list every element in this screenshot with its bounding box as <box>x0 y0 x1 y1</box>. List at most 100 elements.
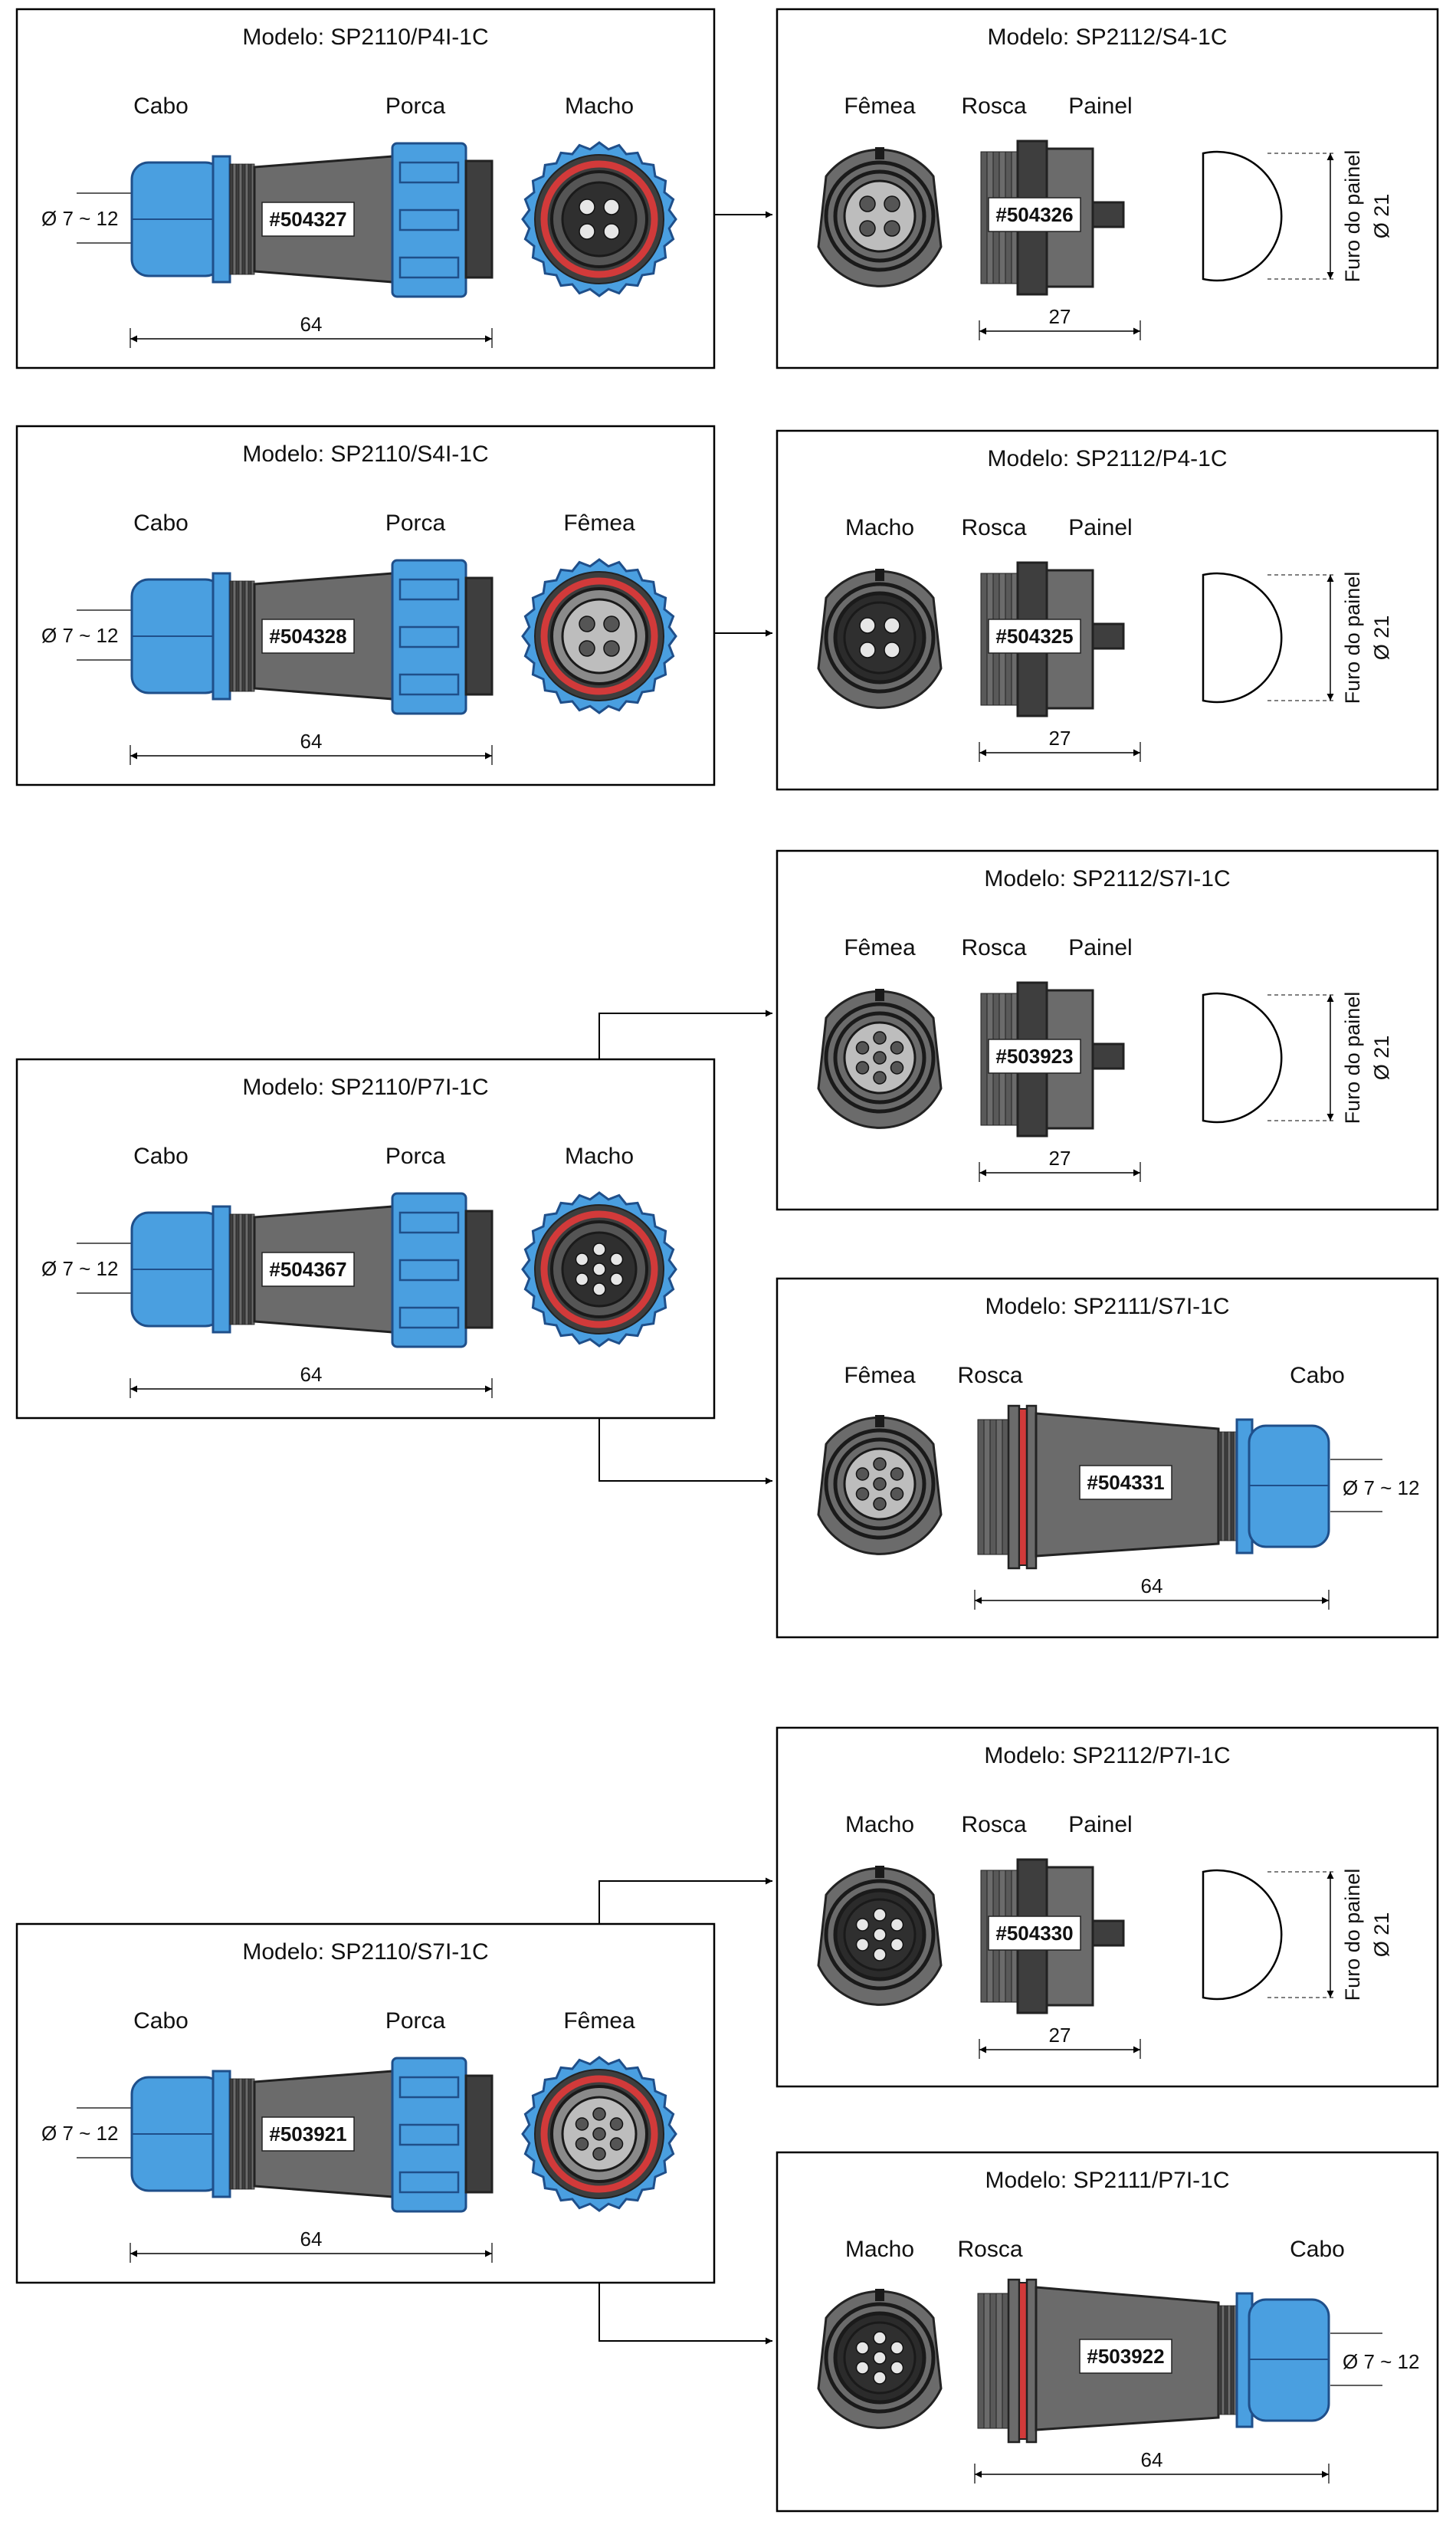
plug-nose <box>464 1210 494 1329</box>
thread <box>1221 1431 1225 1541</box>
dimension-label: 64 <box>1141 2448 1163 2471</box>
code-badge: #503921 <box>269 2122 346 2145</box>
panel-hole-shape <box>1202 572 1283 704</box>
dimension-label: 27 <box>1049 727 1071 750</box>
thread <box>241 1213 246 1325</box>
code-badge-box <box>261 1252 355 1287</box>
hole-label: Furo do painel <box>1341 572 1364 704</box>
pin <box>575 1252 589 1266</box>
nut-grip <box>398 161 460 184</box>
key-notch <box>875 1866 884 1878</box>
pin <box>855 1918 870 1932</box>
arrow-head <box>1322 2470 1329 2478</box>
arrow-head <box>1326 995 1334 1002</box>
hole-label: Furo do painel <box>1341 992 1364 1124</box>
code-badge: #504325 <box>995 625 1073 648</box>
pin <box>579 223 595 240</box>
nut-grip <box>398 208 460 231</box>
label-painel: Painel <box>1068 515 1132 540</box>
label-cabo: Cabo <box>133 1144 189 1169</box>
thread <box>235 580 240 692</box>
pin <box>579 199 595 215</box>
outer-ring <box>824 160 936 272</box>
panel-hole-shape <box>1202 150 1283 282</box>
label-painel: Painel <box>1068 94 1132 119</box>
code-badge-box <box>988 1039 1081 1074</box>
code-badge-box <box>261 619 355 654</box>
label-cabo: Cabo <box>1290 2237 1345 2262</box>
panel-hole-shape <box>1202 992 1283 1124</box>
connector-line <box>598 1880 772 1924</box>
dimension-label: 64 <box>300 2227 323 2250</box>
flange <box>1025 1404 1038 1570</box>
thread <box>232 1213 237 1325</box>
female-face-icon <box>521 2056 677 2212</box>
thread <box>244 2078 249 2190</box>
pin <box>855 2341 870 2355</box>
thread <box>238 163 243 275</box>
arrow-head <box>485 335 492 343</box>
thread <box>977 2293 985 2429</box>
code-badge-box <box>1079 2339 1172 2374</box>
label-painel: Painel <box>1068 935 1132 960</box>
female-face-icon <box>817 1415 943 1555</box>
pin <box>592 2147 606 2161</box>
female-face-icon <box>817 147 943 287</box>
code-badge-box <box>988 619 1081 654</box>
cable-range: Ø 7 ~ 12 <box>41 207 118 230</box>
pin <box>873 1948 887 1962</box>
nut-grip <box>398 1211 460 1234</box>
code-badge: #504367 <box>269 1258 346 1281</box>
nut-grip <box>398 1306 460 1329</box>
key-notch <box>875 147 884 159</box>
coupling-nut <box>391 142 467 298</box>
thread <box>1227 2305 1231 2415</box>
hole-dim: Ø 21 <box>1370 616 1393 661</box>
arrow-head <box>1326 1114 1334 1121</box>
panel-hole-shape <box>1202 1869 1283 2001</box>
socket-tail <box>1091 622 1125 650</box>
thread <box>232 2078 237 2190</box>
code-badge: #504331 <box>1087 1471 1164 1494</box>
gland-collar <box>212 1205 231 1334</box>
thread <box>241 163 246 275</box>
socket-tail <box>1091 1042 1125 1070</box>
pin <box>873 1908 887 1922</box>
pin <box>603 616 620 632</box>
connector-line <box>598 1013 772 1059</box>
nut-grip <box>398 578 460 601</box>
connector-line <box>598 2283 772 2342</box>
label-cabo: Cabo <box>133 94 189 119</box>
plug-nose <box>464 2074 494 2194</box>
thread <box>977 1419 985 1555</box>
pin-insert <box>561 598 638 675</box>
key-notch <box>875 569 884 581</box>
arrow-head <box>130 752 137 760</box>
plug-nose <box>464 576 494 696</box>
thread <box>1224 2305 1228 2415</box>
dimension-label: 64 <box>1141 1574 1163 1597</box>
dimension-label: 64 <box>300 313 323 336</box>
flange <box>1007 2278 1021 2444</box>
arrow-head <box>766 629 772 637</box>
pin <box>873 2351 887 2365</box>
thread <box>235 163 240 275</box>
label-rosca: Rosca <box>961 935 1026 960</box>
male-face-icon <box>817 569 943 709</box>
model-title: Modelo: SP2112/S7I-1C <box>984 866 1230 891</box>
model-title: Modelo: SP2111/S7I-1C <box>985 1294 1229 1319</box>
arrow-head <box>766 1477 772 1485</box>
code-badge: #503922 <box>1087 2345 1164 2368</box>
label-face: Fêmea <box>844 935 916 960</box>
pin <box>575 2117 589 2131</box>
dimension-label: 27 <box>1049 1147 1071 1170</box>
arrow-head <box>975 1597 982 1604</box>
